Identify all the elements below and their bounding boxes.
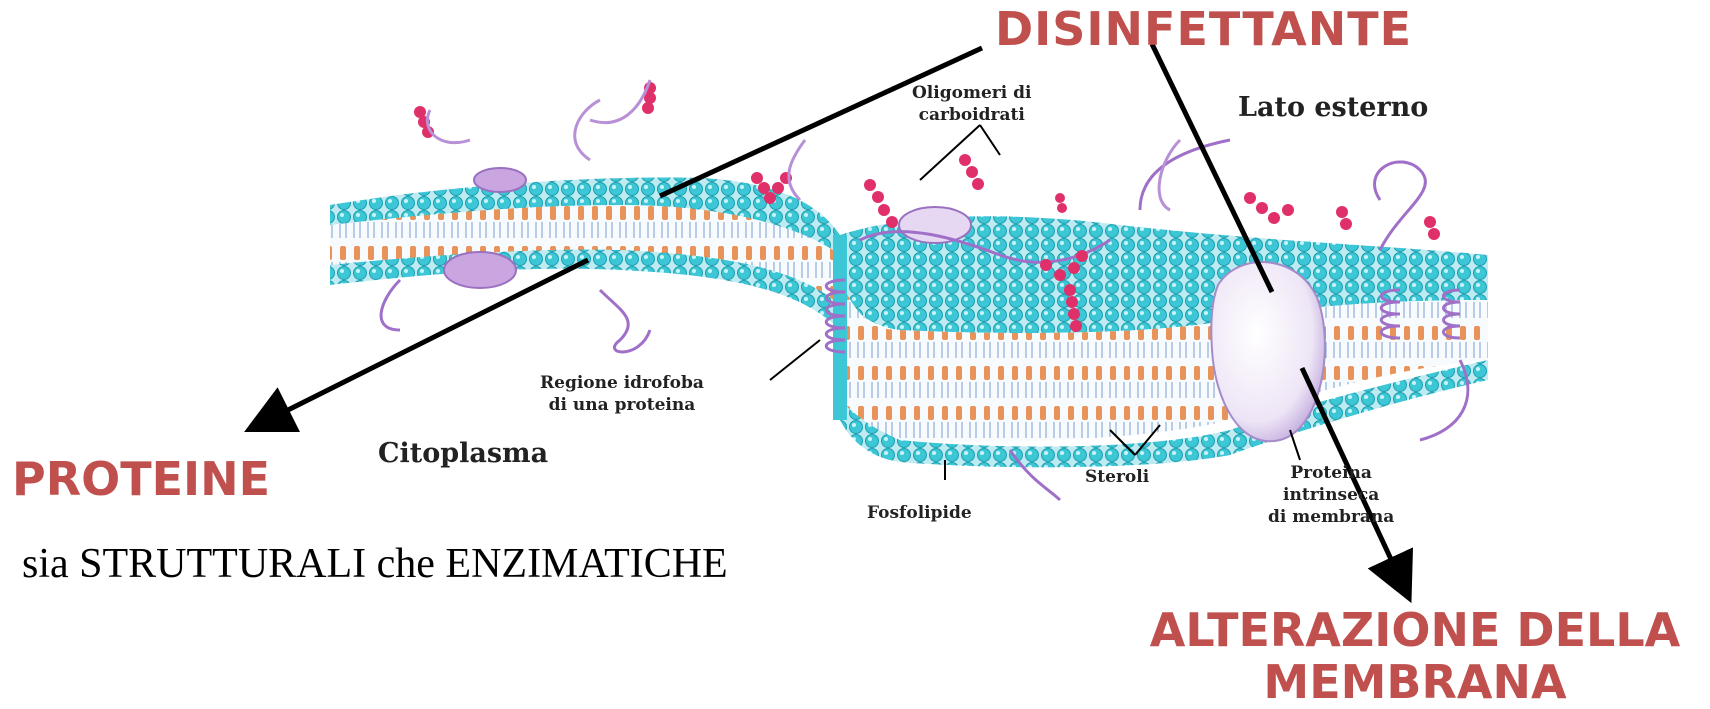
citoplasma-label: Citoplasma (378, 438, 548, 469)
disinfettante-label: DISINFETTANTE (995, 2, 1412, 56)
membrane-left-band (330, 177, 840, 330)
proteina-line-3: di membrana (1268, 506, 1394, 528)
alterazione-label: ALTERAZIONE DELLA MEMBRANA (1125, 604, 1705, 708)
fosfolipide-label: Fosfolipide (867, 502, 972, 524)
oligomeri-label: Oligomeri di carboidrati (912, 82, 1031, 126)
peripheral-protein (444, 252, 516, 288)
proteina-line-2: intrinseca (1268, 484, 1394, 506)
regione-idrofoba-label: Regione idrofoba di una proteina (540, 372, 704, 416)
regione-line-2: di una proteina (540, 394, 704, 416)
lato-esterno-label: Lato esterno (1238, 92, 1428, 123)
proteina-line-1: Proteina (1268, 462, 1394, 484)
subtitle-text: sia STRUTTURALI che ENZIMATICHE (22, 540, 728, 588)
oligomeri-line-1: Oligomeri di (912, 82, 1031, 104)
steroli-label: Steroli (1085, 466, 1149, 488)
regione-line-1: Regione idrofoba (540, 372, 704, 394)
proteina-intrinseca-label: Proteina intrinseca di membrana (1268, 462, 1394, 528)
proteine-label: PROTEINE (12, 452, 270, 506)
oligomeri-line-2: carboidrati (912, 104, 1031, 126)
